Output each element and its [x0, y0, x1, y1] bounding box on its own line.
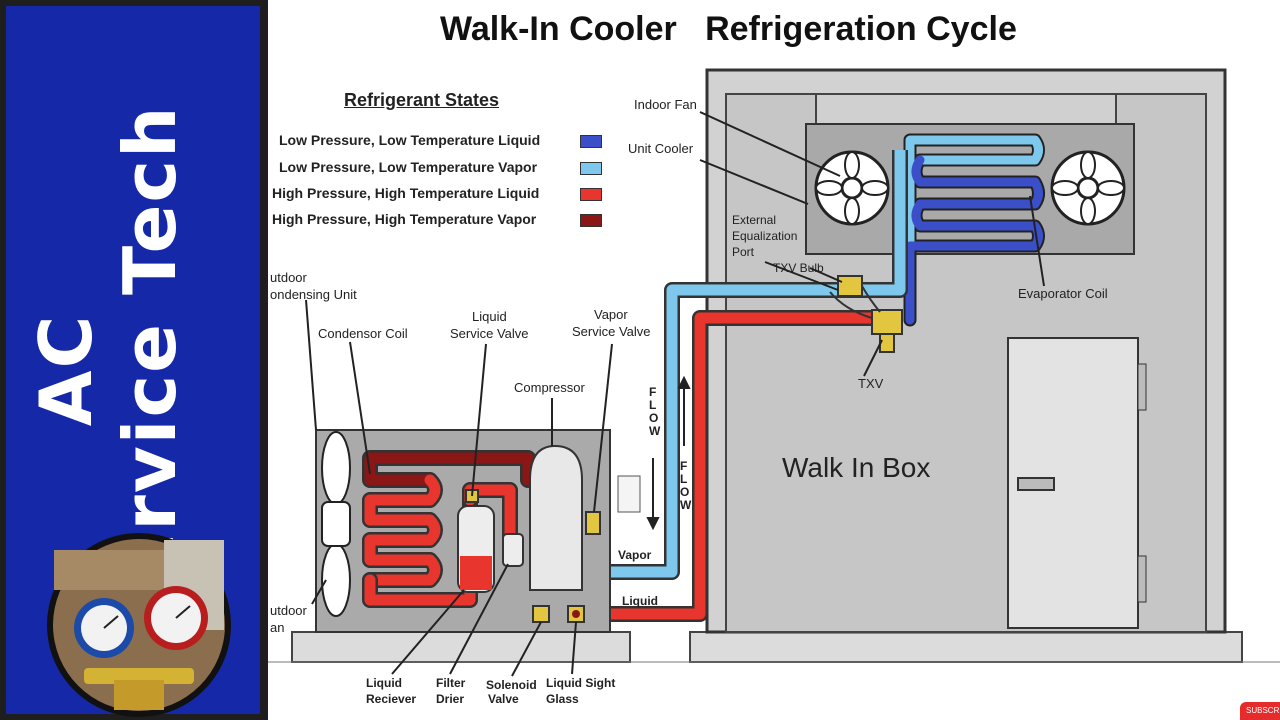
txv-bulb-clamp: [837, 275, 863, 297]
legend-title: Refrigerant States: [344, 90, 500, 110]
label-sight-glass-1: Liquid Sight: [546, 676, 616, 690]
label-vapor-sv-2: Service Valve: [572, 324, 651, 339]
vapor-service-valve: [585, 511, 601, 535]
label-vapor-sv-1: Vapor: [594, 307, 628, 322]
label-vapor-line: Vapor: [618, 548, 652, 562]
compressor: [529, 444, 583, 591]
legend-swatch-hp-vapor: [580, 214, 602, 227]
sight-glass-window: [572, 610, 580, 618]
label-indoor-fan: Indoor Fan: [634, 97, 697, 112]
label-filter-drier-2: Drier: [436, 692, 465, 706]
label-outdoor-fan-1: utdoor: [270, 603, 307, 618]
brand-sidebar: AC Service Tech: [0, 0, 268, 720]
legend-item-lp-liquid: Low Pressure, Low Temperature Liquid: [279, 132, 541, 148]
label-external-equalization-1: External: [732, 213, 777, 227]
legend-item-hp-liquid: High Pressure, High Temperature Liquid: [272, 185, 540, 201]
label-solenoid-valve-1: Solenoid: [486, 678, 537, 692]
label-condensor-coil: Condensor Coil: [318, 326, 408, 341]
evaporator-coil: [903, 133, 1045, 327]
liquid-receiver: [457, 489, 495, 593]
walk-in-door: [1007, 337, 1147, 629]
label-filter-drier-1: Filter: [436, 676, 466, 690]
label-liquid-line: Liquid: [622, 594, 658, 608]
label-liquid-sv-2: Service Valve: [450, 326, 529, 341]
label-unit-cooler: Unit Cooler: [628, 141, 694, 156]
box-pad: [689, 631, 1243, 663]
indoor-fan-right: [1050, 150, 1126, 226]
label-liquid-sv-1: Liquid: [472, 309, 507, 324]
legend-item-lp-vapor: Low Pressure, Low Temperature Vapor: [279, 159, 538, 175]
label-outdoor-fan-2: an: [270, 620, 285, 635]
leader-lines: [305, 111, 1045, 677]
legend-item-hp-vapor: High Pressure, High Temperature Vapor: [272, 211, 537, 227]
label-evaporator-coil: Evaporator Coil: [1018, 286, 1108, 301]
subscribe-badge[interactable]: SUBSCRIBE NO: [1240, 702, 1280, 720]
diagram-title: Walk-In Cooler Refrigeration Cycle: [440, 10, 1017, 48]
txv-valve: [829, 275, 903, 353]
label-txv-bulb: TXV Bulb: [773, 261, 824, 275]
condenser-coil: [362, 450, 536, 608]
label-liquid-receiver-2: Reciever: [366, 692, 417, 706]
filter-drier: [502, 533, 524, 567]
outdoor-fan: [321, 431, 351, 617]
label-outdoor-unit-1: utdoor: [270, 270, 307, 285]
indoor-fan-left: [814, 150, 890, 226]
label-flow-up: FLOW: [680, 459, 692, 512]
label-external-equalization-3: Port: [732, 245, 755, 259]
legend-swatch-lp-vapor: [580, 162, 602, 175]
label-compressor: Compressor: [514, 380, 585, 395]
label-external-equalization-2: Equalization: [732, 229, 798, 243]
label-liquid-receiver-1: Liquid: [366, 676, 402, 690]
label-flow-down: FLOW: [649, 385, 661, 438]
legend-swatch-lp-liquid: [580, 135, 602, 148]
flow-arrows: [646, 375, 691, 531]
legend-swatch-hp-liquid: [580, 188, 602, 201]
label-walk-in-box: Walk In Box: [782, 452, 931, 483]
solenoid-valve: [532, 605, 550, 623]
unit-cooler-bracket: [815, 93, 1117, 125]
control-box: [617, 475, 641, 513]
label-outdoor-unit-2: ondensing Unit: [270, 287, 357, 302]
label-txv: TXV: [858, 376, 884, 391]
gauge-manifold-photo: [47, 533, 231, 717]
label-solenoid-valve-2: Valve: [488, 692, 519, 706]
outdoor-pad: [291, 631, 631, 663]
label-sight-glass-2: Glass: [546, 692, 579, 706]
